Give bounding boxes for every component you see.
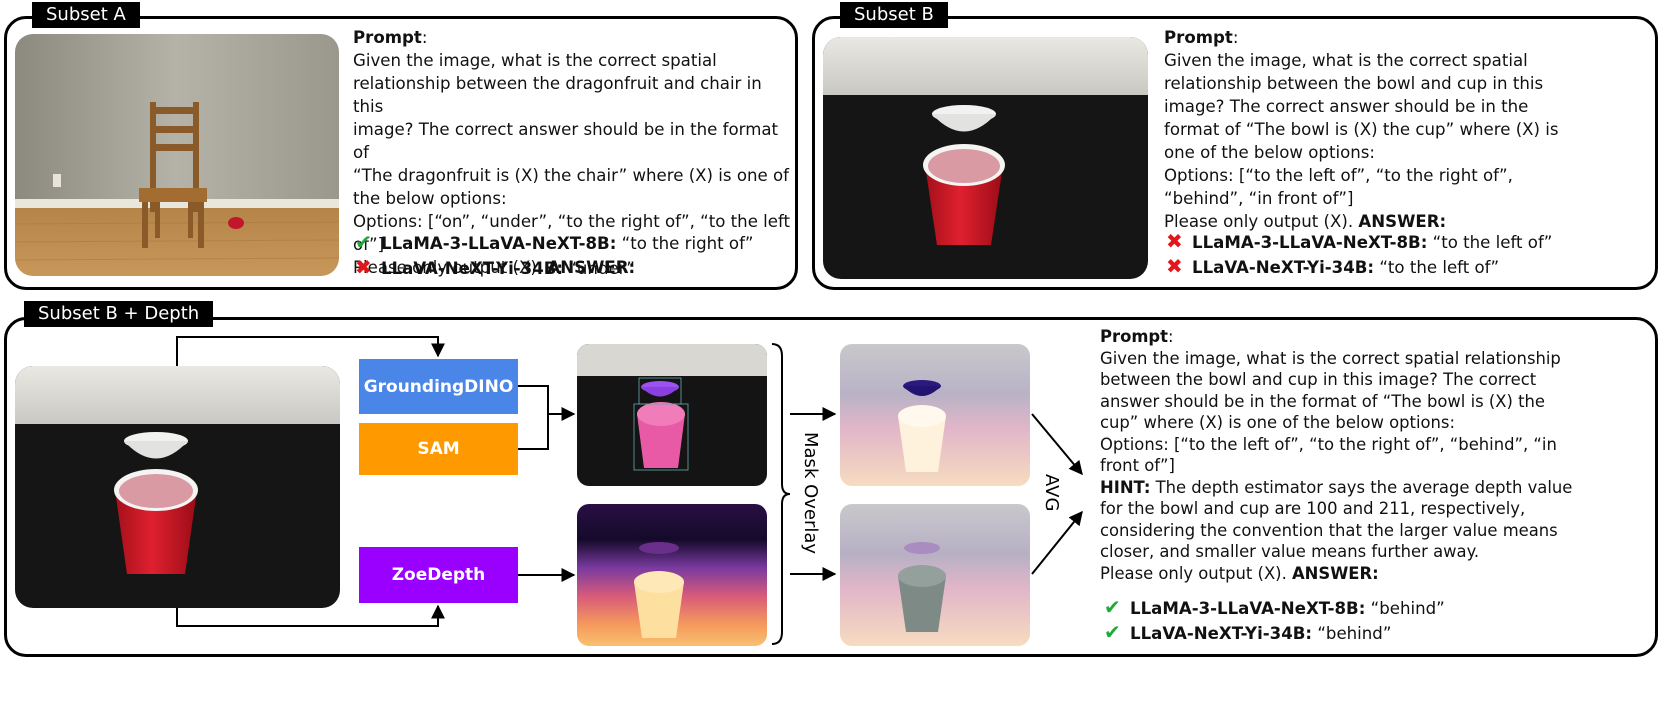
prompt-line: the below options:: [353, 189, 507, 208]
subset-a-tag: Subset A: [32, 2, 140, 28]
instruction: Please only output (X).: [1164, 212, 1354, 231]
subset-depth-panel: [4, 317, 1658, 657]
prompt-line: Given the image, what is the correct spa…: [1100, 348, 1561, 368]
grounding-dino-label: GroundingDINO: [363, 376, 514, 397]
prompt-line: Given the image, what is the correct spa…: [1164, 51, 1528, 70]
result-row: ✔ LLaMA-3-LLaVA-NeXT-8B: “to the right of…: [355, 229, 754, 257]
prompt-line: Options: [“to the left of”, “to the righ…: [1100, 434, 1557, 454]
hint-label: HINT:: [1100, 477, 1151, 497]
segmentation-mask-image: [577, 344, 767, 486]
cross-icon: ✖: [1166, 229, 1183, 253]
model-name: LLaVA-NeXT-Yi-34B:: [1130, 624, 1313, 643]
prompt-line: relationship between the dragonfruit and…: [353, 74, 762, 116]
prompt-line: front of”]: [1100, 456, 1175, 475]
subset-b-prompt: Prompt: Given the image, what is the cor…: [1164, 26, 1634, 233]
prompt-line: “The dragonfruit is (X) the chair” where…: [353, 166, 789, 185]
result-row: ✖ LLaVA-NeXT-Yi-34B: “under”: [355, 254, 635, 282]
hint-line: considering the convention that the larg…: [1100, 520, 1558, 540]
depth-map-image: [577, 504, 767, 646]
answer-label: ANSWER:: [1292, 563, 1379, 583]
input-bowl-cup-photo: [15, 366, 340, 608]
mask-overlay-label: Mask Overlay: [800, 432, 821, 554]
subset-depth-tag: Subset B + Depth: [24, 301, 214, 327]
prompt-line: Options: [“to the left of”, “to the righ…: [1164, 166, 1513, 185]
avg-label: AVG: [1041, 474, 1062, 511]
prompt-line: image? The correct answer should be in t…: [353, 120, 779, 162]
model-answer: “to the right of”: [621, 234, 754, 253]
prompt-heading: Prompt: [1164, 28, 1233, 47]
result-row: ✖ LLaMA-3-LLaVA-NeXT-8B: “to the left of”: [1166, 228, 1552, 256]
subset-a-prompt: Prompt: Given the image, what is the cor…: [353, 26, 793, 279]
cross-icon: ✖: [1166, 254, 1183, 278]
bowl-cup-photo: [823, 37, 1148, 279]
prompt-line: Given the image, what is the correct spa…: [353, 51, 717, 70]
prompt-line: answer should be in the format of “The b…: [1100, 391, 1546, 411]
result-row: ✔ LLaMA-3-LLaVA-NeXT-8B: “behind”: [1104, 594, 1445, 622]
model-answer: “behind”: [1317, 624, 1392, 643]
hint-line: closer, and smaller value means further …: [1100, 542, 1480, 561]
prompt-line: “behind”, “in front of”]: [1164, 189, 1354, 208]
prompt-line: of”]: [353, 235, 385, 254]
check-icon: ✔: [1104, 595, 1121, 619]
prompt-line: Options: [“on”, “under”, “to the right o…: [353, 212, 791, 231]
subset-b-panel: [812, 16, 1658, 290]
prompt-heading: Prompt: [1100, 327, 1169, 346]
prompt-line: relationship between the bowl and cup in…: [1164, 74, 1544, 93]
prompt-heading: Prompt: [353, 28, 422, 47]
prompt-line: cup” where (X) is one of the below optio…: [1100, 413, 1455, 432]
prompt-line: one of the below options:: [1164, 143, 1375, 162]
model-name: LLaMA-3-LLaVA-NeXT-8B:: [1130, 599, 1366, 618]
prompt-line: image? The correct answer should be in t…: [1164, 97, 1529, 116]
instruction: Please only output (X).: [1100, 563, 1287, 583]
result-row: ✔ LLaVA-NeXT-Yi-34B: “behind”: [1104, 619, 1391, 647]
model-name: LLaMA-3-LLaVA-NeXT-8B:: [1192, 233, 1428, 252]
hint-line: The depth estimator says the average dep…: [1150, 477, 1573, 497]
model-answer: “to the left of”: [1379, 258, 1500, 277]
subset-a-panel: [4, 16, 798, 290]
result-row: ✖ LLaVA-NeXT-Yi-34B: “to the left of”: [1166, 253, 1499, 281]
sam-box: SAM: [359, 423, 518, 475]
check-icon: ✔: [1104, 620, 1121, 644]
subset-depth-prompt: Prompt: Given the image, what is the cor…: [1100, 326, 1655, 584]
model-name: LLaMA-3-LLaVA-NeXT-8B:: [381, 234, 617, 253]
check-icon: ✔: [355, 230, 372, 254]
model-answer: “under”: [568, 259, 635, 278]
cross-icon: ✖: [355, 255, 372, 279]
model-name: LLaVA-NeXT-Yi-34B:: [381, 259, 564, 278]
prompt-line: between the bowl and cup in this image? …: [1100, 370, 1537, 389]
prompt-line: format of “The bowl is (X) the cup” wher…: [1164, 120, 1559, 139]
chair-dragonfruit-photo: [15, 34, 339, 276]
sam-label: SAM: [417, 439, 460, 459]
answer-label: ANSWER:: [547, 258, 636, 277]
model-answer: “behind”: [1370, 599, 1445, 618]
answer-label: ANSWER:: [1358, 212, 1447, 231]
grounding-dino-box: GroundingDINO: [359, 359, 518, 414]
zoedepth-box: ZoeDepth: [359, 547, 518, 603]
cup-mask-overlay-image: [840, 504, 1030, 646]
model-answer: “to the left of”: [1432, 233, 1553, 252]
subset-b-tag: Subset B: [840, 2, 948, 28]
bowl-mask-overlay-image: [840, 344, 1030, 486]
instruction: Please only output (X).: [353, 258, 543, 277]
hint-line: for the bowl and cup are 100 and 211, re…: [1100, 499, 1526, 518]
zoedepth-label: ZoeDepth: [391, 565, 486, 585]
model-name: LLaVA-NeXT-Yi-34B:: [1192, 258, 1375, 277]
